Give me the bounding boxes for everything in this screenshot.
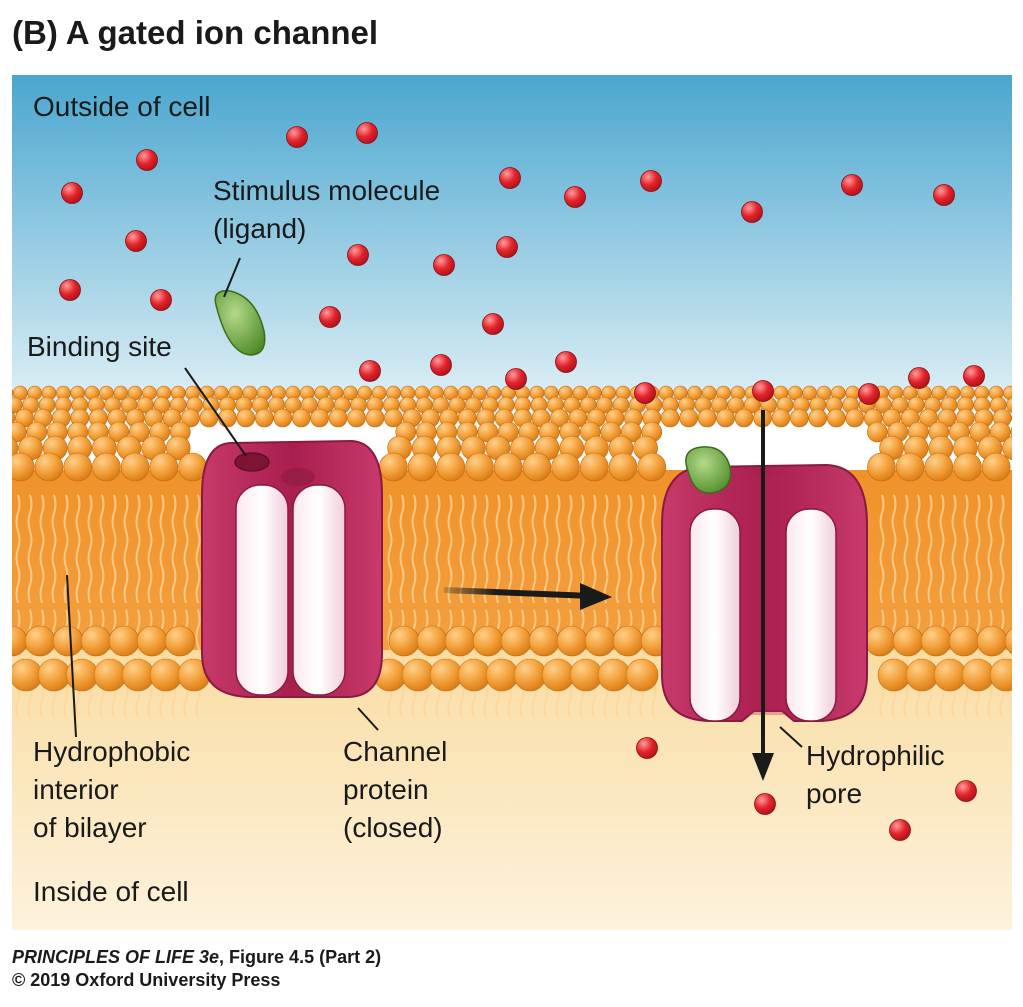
membrane-scene	[12, 75, 1012, 930]
bound-ligand	[685, 446, 732, 494]
figure-title: (B) A gated ion channel	[12, 14, 379, 51]
figure-number: , Figure 4.5 (Part 2)	[219, 947, 382, 967]
channel-leader	[357, 707, 379, 731]
transition-arrow	[443, 587, 593, 599]
free-ligand	[214, 290, 266, 356]
ion-flow-arrowhead	[752, 753, 774, 781]
binding-site	[234, 452, 270, 472]
inner-leaflet-heads	[12, 625, 1012, 692]
outer-leaflet-heads	[12, 385, 1012, 482]
stimulus-leader	[223, 257, 241, 298]
pore-leader	[779, 726, 803, 748]
hydrophobic-label: Hydrophobic interior of bilayer	[33, 736, 191, 843]
binding-site-label: Binding site	[27, 331, 172, 362]
figure-credit: PRINCIPLES OF LIFE 3e, Figure 4.5 (Part …	[12, 946, 381, 992]
book-reference: PRINCIPLES OF LIFE 3e, Figure 4.5 (Part …	[12, 946, 381, 969]
hydrophobic-leader	[66, 574, 77, 738]
diagram-canvas	[12, 75, 1012, 930]
copyright-notice: © 2019 Oxford University Press	[12, 970, 281, 990]
hydrophilic-label: Hydrophilic pore	[806, 740, 945, 809]
ions	[59, 122, 985, 841]
binding-site-leader	[184, 367, 247, 457]
channel-protein-closed	[201, 439, 383, 698]
book-title: PRINCIPLES OF LIFE 3e	[12, 947, 220, 967]
outside-label: Outside of cell	[33, 91, 211, 122]
transition-arrowhead	[580, 583, 612, 610]
inside-label: Inside of cell	[33, 876, 189, 907]
channel-label: Channel protein (closed)	[343, 736, 448, 843]
stimulus-label: Stimulus molecule (ligand)	[213, 175, 441, 244]
